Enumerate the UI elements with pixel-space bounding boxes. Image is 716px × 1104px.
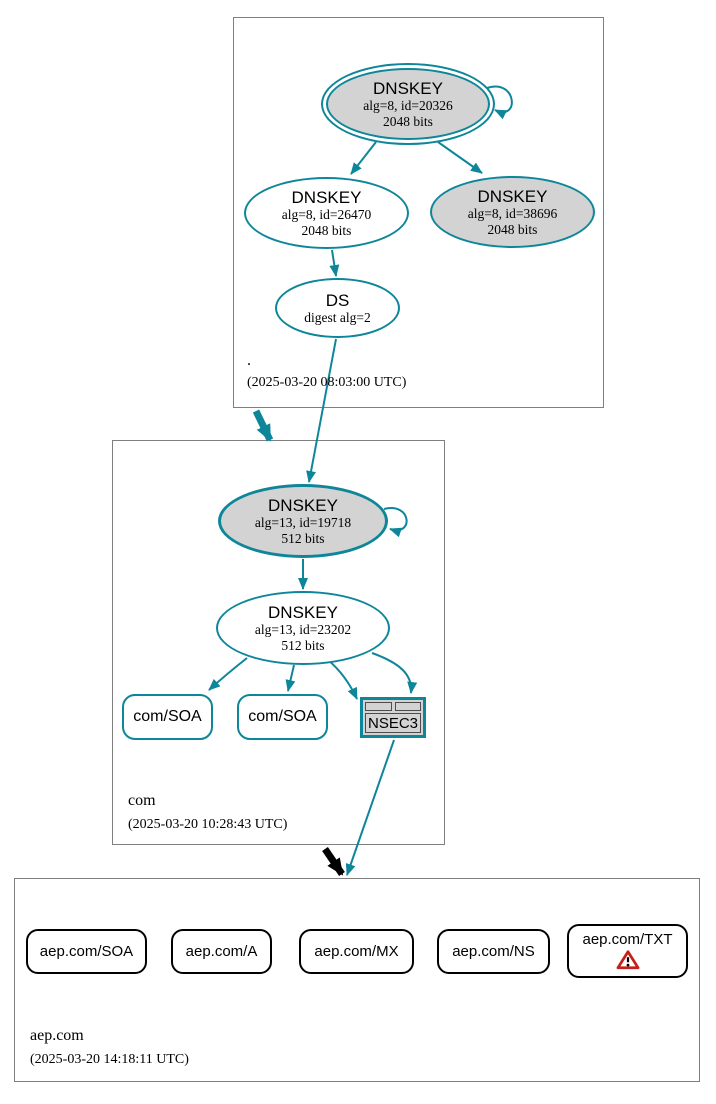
node-title: DNSKEY [268, 495, 338, 515]
node-dnskey-38696[interactable]: DNSKEY alg=8, id=38696 2048 bits [430, 176, 595, 248]
node-detail: alg=13, id=23202 [254, 621, 352, 637]
node-bits: 2048 bits [301, 222, 352, 238]
rrset-label: com/SOA [133, 708, 202, 725]
node-detail: digest alg=2 [304, 309, 371, 325]
zone-timestamp-com: (2025-03-20 10:28:43 UTC) [128, 817, 288, 832]
rrset-label: aep.com/NS [452, 943, 535, 960]
node-nsec3[interactable]: NSEC3 [360, 697, 426, 738]
node-com-soa-2[interactable]: com/SOA [237, 694, 328, 740]
node-aep-com-soa[interactable]: aep.com/SOA [26, 929, 147, 974]
node-detail: alg=13, id=19718 [254, 514, 352, 530]
nsec3-cell [365, 702, 392, 711]
zone-timestamp-root: (2025-03-20 08:03:00 UTC) [247, 375, 407, 390]
rrset-label: aep.com/SOA [39, 943, 134, 960]
zone-label-aep-com: aep.com [30, 1027, 84, 1044]
nsec3-cells [365, 702, 421, 711]
node-dnskey-26470[interactable]: DNSKEY alg=8, id=26470 2048 bits [244, 177, 409, 249]
zone-label-com: com [128, 792, 156, 809]
zone-box-aep-com [14, 878, 700, 1082]
node-title: DNSKEY [268, 602, 338, 622]
node-dnskey-20326[interactable]: DNSKEY alg=8, id=20326 2048 bits [321, 63, 495, 145]
rrset-label: aep.com/TXT [582, 931, 673, 948]
rrset-label: aep.com/MX [314, 943, 399, 960]
node-dnskey-20326-inner: DNSKEY alg=8, id=20326 2048 bits [326, 68, 490, 140]
node-detail: alg=8, id=20326 [363, 97, 453, 113]
node-bits: 2048 bits [383, 113, 433, 129]
node-title: DNSKEY [373, 78, 443, 98]
rrset-label: aep.com/A [185, 943, 258, 960]
zone-label-root: . [247, 352, 251, 369]
node-bits: 512 bits [281, 637, 325, 653]
nsec3-label: NSEC3 [365, 713, 421, 733]
node-aep-com-a[interactable]: aep.com/A [171, 929, 272, 974]
zone-box-root [233, 17, 604, 408]
node-bits: 512 bits [281, 530, 325, 546]
node-title: DNSKEY [477, 186, 548, 206]
node-com-soa-1[interactable]: com/SOA [122, 694, 213, 740]
node-title: DS [325, 290, 350, 310]
node-aep-com-ns[interactable]: aep.com/NS [437, 929, 550, 974]
node-dnskey-23202[interactable]: DNSKEY alg=13, id=23202 512 bits [216, 591, 390, 665]
delegation-com-to-aep [322, 847, 345, 876]
node-aep-com-txt[interactable]: aep.com/TXT [567, 924, 688, 978]
node-dnskey-19718[interactable]: DNSKEY alg=13, id=19718 512 bits [218, 484, 388, 558]
node-ds[interactable]: DS digest alg=2 [275, 278, 400, 338]
zone-timestamp-aep-com: (2025-03-20 14:18:11 UTC) [30, 1052, 189, 1067]
zone-box-com [112, 440, 445, 845]
node-detail: alg=8, id=38696 [467, 205, 558, 221]
node-aep-com-mx[interactable]: aep.com/MX [299, 929, 414, 974]
rrset-label: com/SOA [248, 708, 317, 725]
node-bits: 2048 bits [487, 221, 538, 237]
delegation-root-to-com [252, 409, 274, 442]
warning-icon [616, 950, 639, 970]
nsec3-cell [394, 702, 421, 711]
node-detail: alg=8, id=26470 [281, 206, 372, 222]
node-title: DNSKEY [291, 187, 362, 207]
